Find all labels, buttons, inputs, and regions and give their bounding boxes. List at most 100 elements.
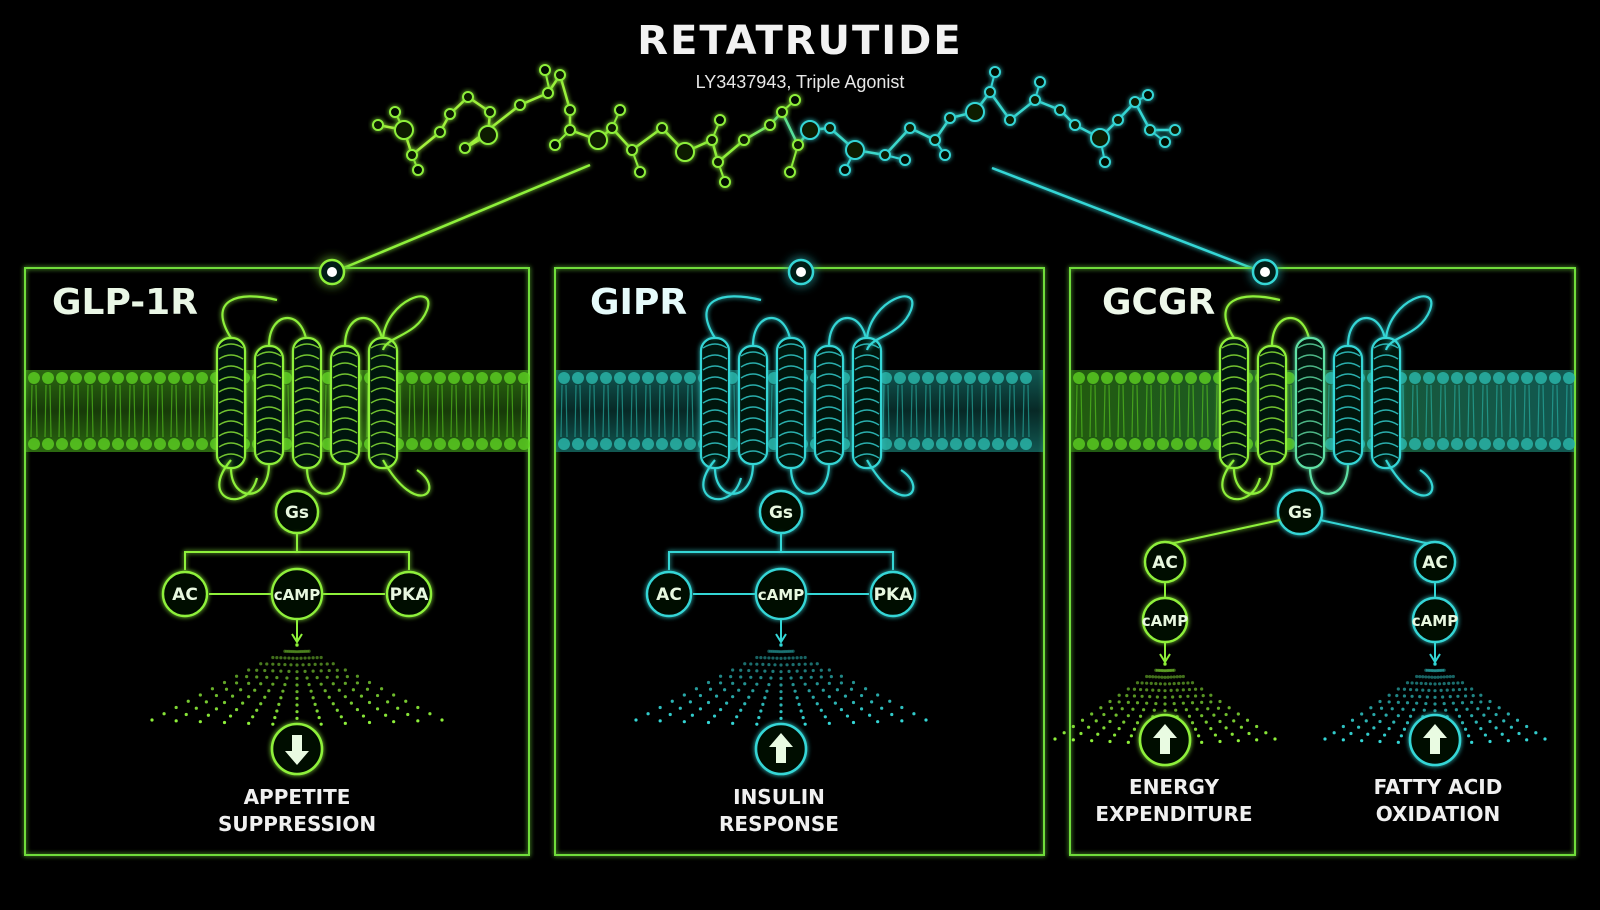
- signal-dot: [1433, 662, 1437, 666]
- helix-turn: [370, 343, 396, 349]
- signal-dot: [1255, 738, 1259, 742]
- lipid-tail: [929, 384, 932, 438]
- lipid-tail: [119, 384, 122, 438]
- signal-dot: [239, 688, 243, 692]
- lipid-tail: [408, 384, 411, 438]
- lipid-head: [1115, 438, 1127, 450]
- signal-dot: [1080, 718, 1085, 722]
- signal-dot: [1117, 700, 1121, 704]
- c-terminus-loop: [865, 295, 914, 351]
- signal-dot: [1264, 731, 1268, 735]
- signal-dot: [811, 695, 815, 699]
- signal-dot: [1500, 732, 1504, 736]
- lipid-tail: [845, 384, 848, 438]
- signal-dot: [739, 675, 743, 679]
- signal-dot: [1117, 693, 1121, 697]
- signal-dot: [1457, 714, 1462, 718]
- helix-turn: [702, 442, 728, 448]
- signal-dot: [1401, 707, 1405, 711]
- gs-node-label: Gs: [285, 503, 309, 523]
- signal-dot: [396, 706, 400, 710]
- lipid-tail: [436, 384, 439, 438]
- signal-dot: [255, 675, 259, 679]
- lipid-head: [880, 372, 892, 384]
- helix-turn: [294, 431, 320, 437]
- signal-dot: [277, 702, 281, 706]
- lipid-head: [558, 372, 570, 384]
- helix-turn: [1297, 387, 1323, 393]
- lipid-head: [154, 438, 166, 450]
- signal-dot: [289, 649, 293, 654]
- lipid-head: [70, 438, 82, 450]
- signal-dot: [803, 682, 807, 686]
- helix-turn: [854, 354, 880, 360]
- signal-dot: [319, 682, 323, 686]
- signal-dot: [1454, 708, 1458, 712]
- helix-turn: [1259, 384, 1285, 390]
- signal-dot: [779, 703, 783, 707]
- ac-node-label: AC: [172, 585, 198, 605]
- signal-dot: [779, 643, 783, 647]
- molecule-atom: [965, 102, 985, 122]
- signal-dot: [1424, 668, 1428, 672]
- signal-dot: [1460, 681, 1465, 685]
- lipid-tail: [1523, 384, 1526, 438]
- signal-dot: [755, 655, 759, 660]
- signal-arrow: [775, 620, 787, 644]
- lipid-head: [1451, 372, 1463, 384]
- signal-dot: [924, 718, 928, 722]
- lipid-tail: [506, 384, 509, 438]
- lipid-tail: [770, 384, 773, 438]
- signal-dot: [1357, 725, 1361, 729]
- signal-dot: [827, 681, 831, 685]
- signal-dot: [295, 710, 299, 714]
- lipid-head: [476, 372, 488, 384]
- signal-dot: [1102, 712, 1106, 717]
- signal-dot: [1525, 724, 1529, 729]
- lipid-head: [1563, 372, 1575, 384]
- lipid-head: [600, 438, 612, 450]
- signal-dot: [1163, 662, 1167, 666]
- signal-dot: [1341, 724, 1345, 729]
- helix-turn: [256, 384, 282, 390]
- lipid-head: [1171, 438, 1183, 450]
- signal-dot: [1451, 701, 1455, 705]
- lipid-tail: [455, 384, 458, 438]
- signal-dot: [345, 674, 349, 679]
- signal-dot: [694, 687, 699, 691]
- camp-node-label: cAMP: [1412, 612, 1458, 630]
- signal-dot: [263, 668, 267, 673]
- intracellular-loop: [229, 463, 271, 495]
- signal-dot: [1255, 724, 1259, 729]
- signal-dot: [1122, 720, 1126, 724]
- signal-dot: [749, 662, 753, 666]
- signal-dot: [1433, 662, 1437, 666]
- signal-dot: [1216, 706, 1221, 710]
- signal-dot: [1163, 702, 1167, 706]
- helix-turn: [370, 420, 396, 426]
- signal-dot: [688, 700, 692, 704]
- signal-dot: [1151, 675, 1155, 679]
- signal-dot: [1087, 725, 1091, 729]
- signal-dot: [1145, 681, 1149, 685]
- signal-dot: [1126, 700, 1130, 704]
- helix-turn: [1373, 442, 1399, 448]
- signal-dot: [1488, 699, 1492, 704]
- signal-dot: [1402, 727, 1407, 731]
- molecule-atom: [904, 122, 916, 134]
- signal-dot: [214, 707, 219, 711]
- signal-dot: [725, 701, 729, 705]
- signal-dot: [1387, 693, 1391, 697]
- molecule-atom: [484, 106, 496, 118]
- gs-node-label: Gs: [769, 503, 793, 523]
- signal-dot: [325, 675, 329, 679]
- signal-dot: [1442, 681, 1446, 686]
- intracellular-loop: [713, 463, 755, 495]
- signal-dot: [670, 699, 674, 703]
- helix-turn: [370, 387, 396, 393]
- signal-dot: [1378, 719, 1382, 724]
- helix-turn: [218, 420, 244, 426]
- molecule-atom: [1142, 89, 1154, 101]
- signal-dot: [198, 720, 202, 724]
- signal-dot: [1158, 668, 1163, 673]
